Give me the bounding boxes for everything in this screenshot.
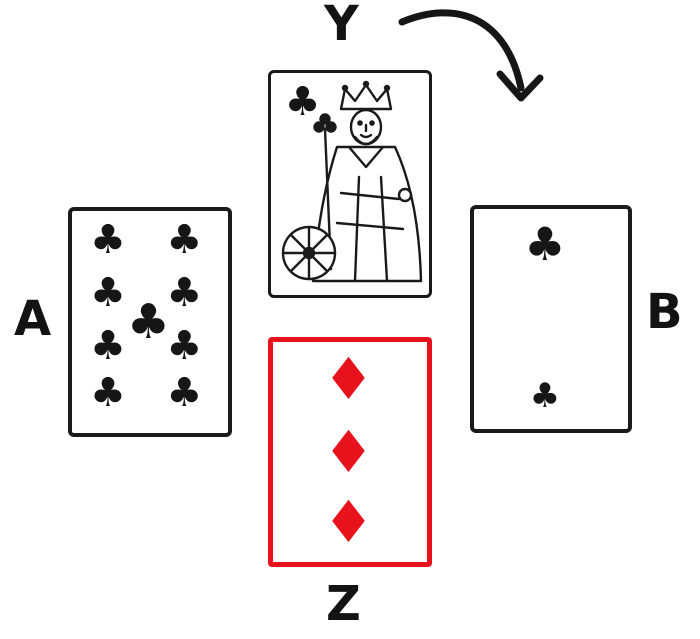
card-three-of-diamonds: ♦ ♦ ♦ (268, 337, 432, 567)
club-pip: ♣ (166, 370, 203, 417)
club-pip: ♣ (89, 323, 126, 370)
club-pip: ♣ (166, 323, 203, 370)
diamond-pip: ♦ (322, 345, 375, 414)
card-king-of-clubs: ♣ (268, 70, 432, 298)
club-pip: ♣ (166, 270, 203, 317)
club-pip: ♣ (284, 78, 321, 125)
club-pip: ♣ (126, 294, 170, 350)
label-west-A: A (14, 291, 52, 347)
label-north-Y: Y (324, 0, 359, 52)
label-south-Z: Z (326, 576, 361, 632)
club-pip: ♣ (89, 270, 126, 317)
club-pip: ♣ (524, 217, 566, 272)
club-pip: ♣ (89, 216, 126, 263)
club-pip: ♣ (166, 216, 203, 263)
card-two-of-clubs: ♣ ♣ (470, 205, 632, 433)
label-east-B: B (646, 284, 683, 340)
diamond-pip: ♦ (322, 418, 375, 486)
club-pip: ♣ (89, 370, 126, 417)
diamond-pip: ♦ (322, 488, 375, 557)
card-nine-of-clubs: ♣ ♣ ♣ ♣ ♣ ♣ ♣ ♣ ♣ (68, 207, 232, 437)
king-figure-illustration (281, 80, 423, 283)
club-pip: ♣ (529, 376, 561, 416)
